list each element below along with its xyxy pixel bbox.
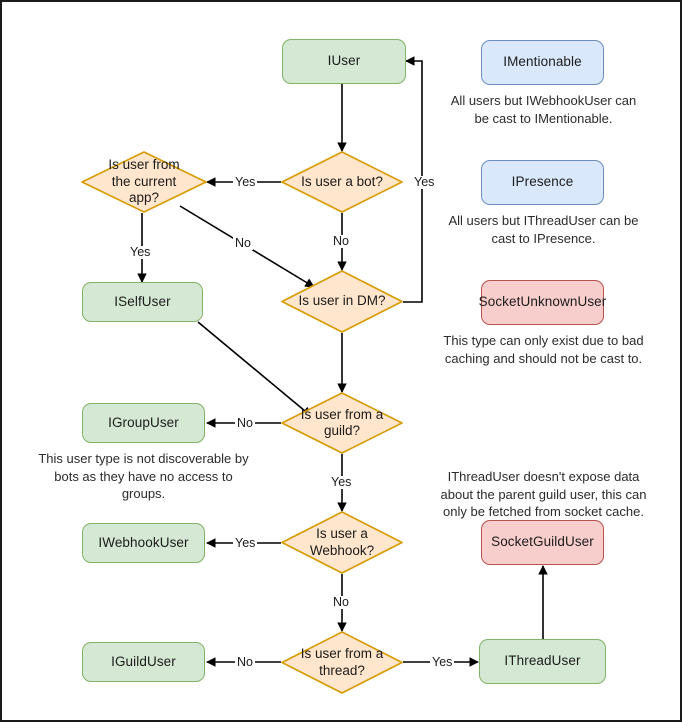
node-ithreaduser[interactable]: IThreadUser (479, 639, 606, 684)
node-socketunknownuser[interactable]: SocketUnknownUser (478, 280, 607, 325)
diamond-shape (281, 392, 403, 454)
note-socketguilduser: IThreadUser doesn't expose data about th… (440, 469, 647, 520)
node-is-user-a-bot-label: Is user a bot? (301, 173, 383, 189)
note-igroupuser: This user type is not discoverable by bo… (38, 451, 249, 502)
edge-label-guild-no: No (235, 416, 255, 430)
diamond-shape (281, 151, 403, 213)
node-iguilduser-label: IGuildUser (111, 653, 176, 669)
node-ipresence-label: IPresence (511, 174, 574, 190)
node-imentionable-label: IMentionable (503, 54, 582, 70)
node-is-user-from-thread-label: Is user from a thread? (300, 646, 384, 678)
edge-label-dm-yes: Yes (412, 175, 437, 189)
note-imentionable: All users but IWebhookUser can be cast t… (450, 93, 637, 126)
edge-label-thread-no: No (235, 655, 255, 669)
node-igroupuser[interactable]: IGroupUser (82, 403, 205, 443)
diamond-shape (281, 511, 403, 574)
node-iuser-label: IUser (327, 53, 361, 69)
node-socketunknownuser-label: SocketUnknownUser (478, 294, 607, 310)
node-is-user-in-dm-label: Is user in DM? (298, 293, 386, 309)
node-iselfuser[interactable]: ISelfUser (82, 282, 203, 322)
node-iselfuser-label: ISelfUser (114, 293, 171, 309)
node-is-user-from-current-app-label: Is user from the current app? (108, 157, 180, 206)
edge-label-bot-no: No (331, 234, 351, 248)
diamond-shape (81, 151, 207, 213)
diamond-shape (281, 270, 403, 333)
node-is-user-from-guild-label: Is user from a guild? (300, 406, 384, 438)
edge-label-currentapp-no: No (233, 236, 253, 250)
edge-label-webhook-yes: Yes (233, 536, 258, 550)
node-igroupuser-label: IGroupUser (108, 414, 179, 430)
node-is-user-a-webhook[interactable]: Is user a Webhook? (281, 511, 403, 574)
node-iuser[interactable]: IUser (282, 39, 406, 84)
note-ipresence: All users but IThreadUser can be cast to… (448, 213, 639, 246)
edge-label-bot-yes: Yes (233, 175, 258, 189)
edge-label-guild-yes: Yes (329, 475, 354, 489)
node-iguilduser[interactable]: IGuildUser (82, 642, 205, 682)
node-socketguilduser-label: SocketGuildUser (491, 534, 594, 550)
edge-label-webhook-no: No (331, 595, 351, 609)
node-ithreaduser-label: IThreadUser (504, 653, 581, 669)
node-iwebhookuser[interactable]: IWebhookUser (82, 523, 205, 563)
node-is-user-a-webhook-label: Is user a Webhook? (309, 526, 375, 558)
node-imentionable[interactable]: IMentionable (481, 40, 604, 85)
node-is-user-from-guild[interactable]: Is user from a guild? (281, 392, 403, 454)
diamond-shape (281, 631, 403, 694)
node-socketguilduser[interactable]: SocketGuildUser (481, 520, 604, 565)
node-ipresence[interactable]: IPresence (481, 160, 604, 205)
note-socketunknownuser: This type can only exist due to bad cach… (443, 333, 644, 366)
node-iwebhookuser-label: IWebhookUser (98, 534, 189, 550)
node-is-user-in-dm[interactable]: Is user in DM? (281, 270, 403, 333)
edge-label-currentapp-yes: Yes (128, 245, 153, 259)
edge-label-thread-yes: Yes (430, 655, 455, 669)
node-is-user-from-thread[interactable]: Is user from a thread? (281, 631, 403, 694)
node-is-user-from-current-app[interactable]: Is user from the current app? (81, 151, 207, 213)
node-is-user-a-bot[interactable]: Is user a bot? (281, 151, 403, 213)
